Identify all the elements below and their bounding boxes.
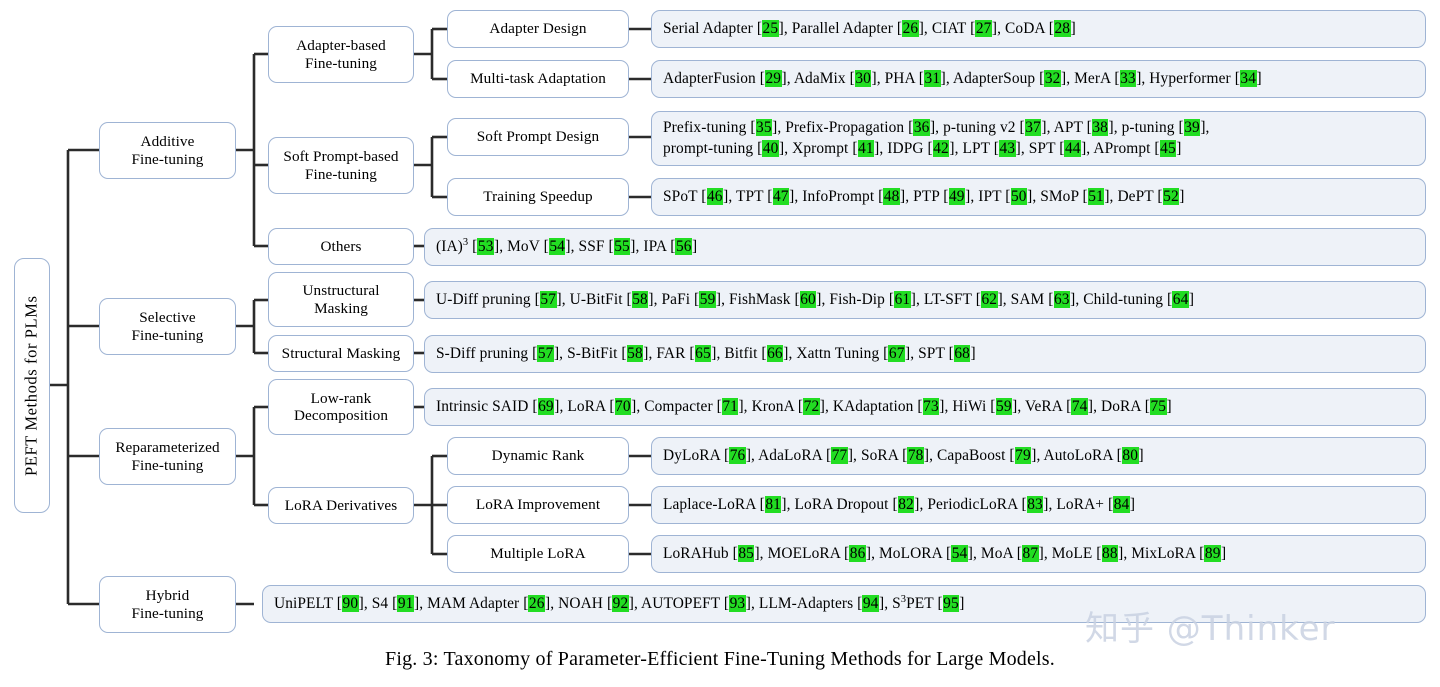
leaf-training-speedup-methods[interactable]: SPoT [46], TPT [47], InfoPrompt [48], PT…	[651, 178, 1426, 216]
leaf-multiple-lora-methods[interactable]: LoRAHub [85], MOELoRA [86], MoLORA [54],…	[651, 535, 1426, 573]
leaf-text: Prefix-tuning [35], Prefix-Propagation […	[663, 119, 1210, 157]
node-lora-derivatives[interactable]: LoRA Derivatives	[268, 487, 414, 524]
leaf-text: UniPELT [90], S4 [91], MAM Adapter [26],…	[274, 593, 965, 612]
leaf-text: SPoT [46], TPT [47], InfoPrompt [48], PT…	[663, 187, 1185, 205]
node-multiple-lora[interactable]: Multiple LoRA	[447, 535, 629, 573]
node-label: Multiple LoRA	[490, 545, 586, 563]
leaf-multi-task-adaptation-methods[interactable]: AdapterFusion [29], AdaMix [30], PHA [31…	[651, 60, 1426, 98]
node-label: Adapter Design	[489, 20, 587, 38]
leaf-text: Intrinsic SAID [69], LoRA [70], Compacte…	[436, 397, 1172, 415]
root-node-peft-methods[interactable]: PEFT Methods for PLMs	[14, 258, 50, 513]
node-label: Multi-task Adaptation	[470, 70, 606, 88]
leaf-text: Laplace-LoRA [81], LoRA Dropout [82], Pe…	[663, 495, 1136, 513]
leaf-text: Serial Adapter [25], Parallel Adapter [2…	[663, 19, 1076, 37]
leaf-text: LoRAHub [85], MOELoRA [86], MoLORA [54],…	[663, 544, 1227, 562]
node-label: Others	[320, 237, 362, 255]
leaf-text: (IA)3 [53], MoV [54], SSF [55], IPA [56]	[436, 236, 698, 255]
leaf-text: AdapterFusion [29], AdaMix [30], PHA [31…	[663, 69, 1262, 87]
node-label: LoRA Improvement	[475, 496, 601, 514]
leaf-structural-masking-methods[interactable]: S-Diff pruning [57], S-BitFit [58], FAR …	[424, 335, 1426, 373]
leaf-unstructural-masking-methods[interactable]: U-Diff pruning [57], U-BitFit [58], PaFi…	[424, 281, 1426, 319]
leaf-text: DyLoRA [76], AdaLoRA [77], SoRA [78], Ca…	[663, 446, 1144, 464]
leaf-others-methods[interactable]: (IA)3 [53], MoV [54], SSF [55], IPA [56]	[424, 228, 1426, 266]
node-label: Training Speedup	[483, 188, 593, 206]
leaf-text: S-Diff pruning [57], S-BitFit [58], FAR …	[436, 344, 976, 362]
node-label: Soft Prompt Design	[476, 128, 600, 146]
leaf-low-rank-decomposition-methods[interactable]: Intrinsic SAID [69], LoRA [70], Compacte…	[424, 388, 1426, 426]
node-multi-task-adaptation[interactable]: Multi-task Adaptation	[447, 60, 629, 98]
node-adapter-design[interactable]: Adapter Design	[447, 10, 629, 48]
node-dynamic-rank[interactable]: Dynamic Rank	[447, 437, 629, 475]
leaf-text: U-Diff pruning [57], U-BitFit [58], PaFi…	[436, 290, 1195, 308]
node-label: Structural Masking	[281, 344, 401, 362]
leaf-hybrid-fine-tuning-methods[interactable]: UniPELT [90], S4 [91], MAM Adapter [26],…	[262, 585, 1426, 623]
node-label: Dynamic Rank	[491, 447, 585, 465]
leaf-soft-prompt-design-methods[interactable]: Prefix-tuning [35], Prefix-Propagation […	[651, 111, 1426, 166]
node-label: LoRA Derivatives	[284, 496, 398, 514]
node-training-speedup[interactable]: Training Speedup	[447, 178, 629, 216]
node-lora-improvement[interactable]: LoRA Improvement	[447, 486, 629, 524]
leaf-adapter-design-methods[interactable]: Serial Adapter [25], Parallel Adapter [2…	[651, 10, 1426, 48]
leaf-lora-improvement-methods[interactable]: Laplace-LoRA [81], LoRA Dropout [82], Pe…	[651, 486, 1426, 524]
root-label: PEFT Methods for PLMs	[21, 295, 41, 476]
node-soft-prompt-design[interactable]: Soft Prompt Design	[447, 118, 629, 156]
node-others[interactable]: Others	[268, 228, 414, 265]
node-structural-masking[interactable]: Structural Masking	[268, 335, 414, 372]
leaf-dynamic-rank-methods[interactable]: DyLoRA [76], AdaLoRA [77], SoRA [78], Ca…	[651, 437, 1426, 475]
figure-caption: Fig. 3: Taxonomy of Parameter-Efficient …	[385, 648, 1055, 670]
